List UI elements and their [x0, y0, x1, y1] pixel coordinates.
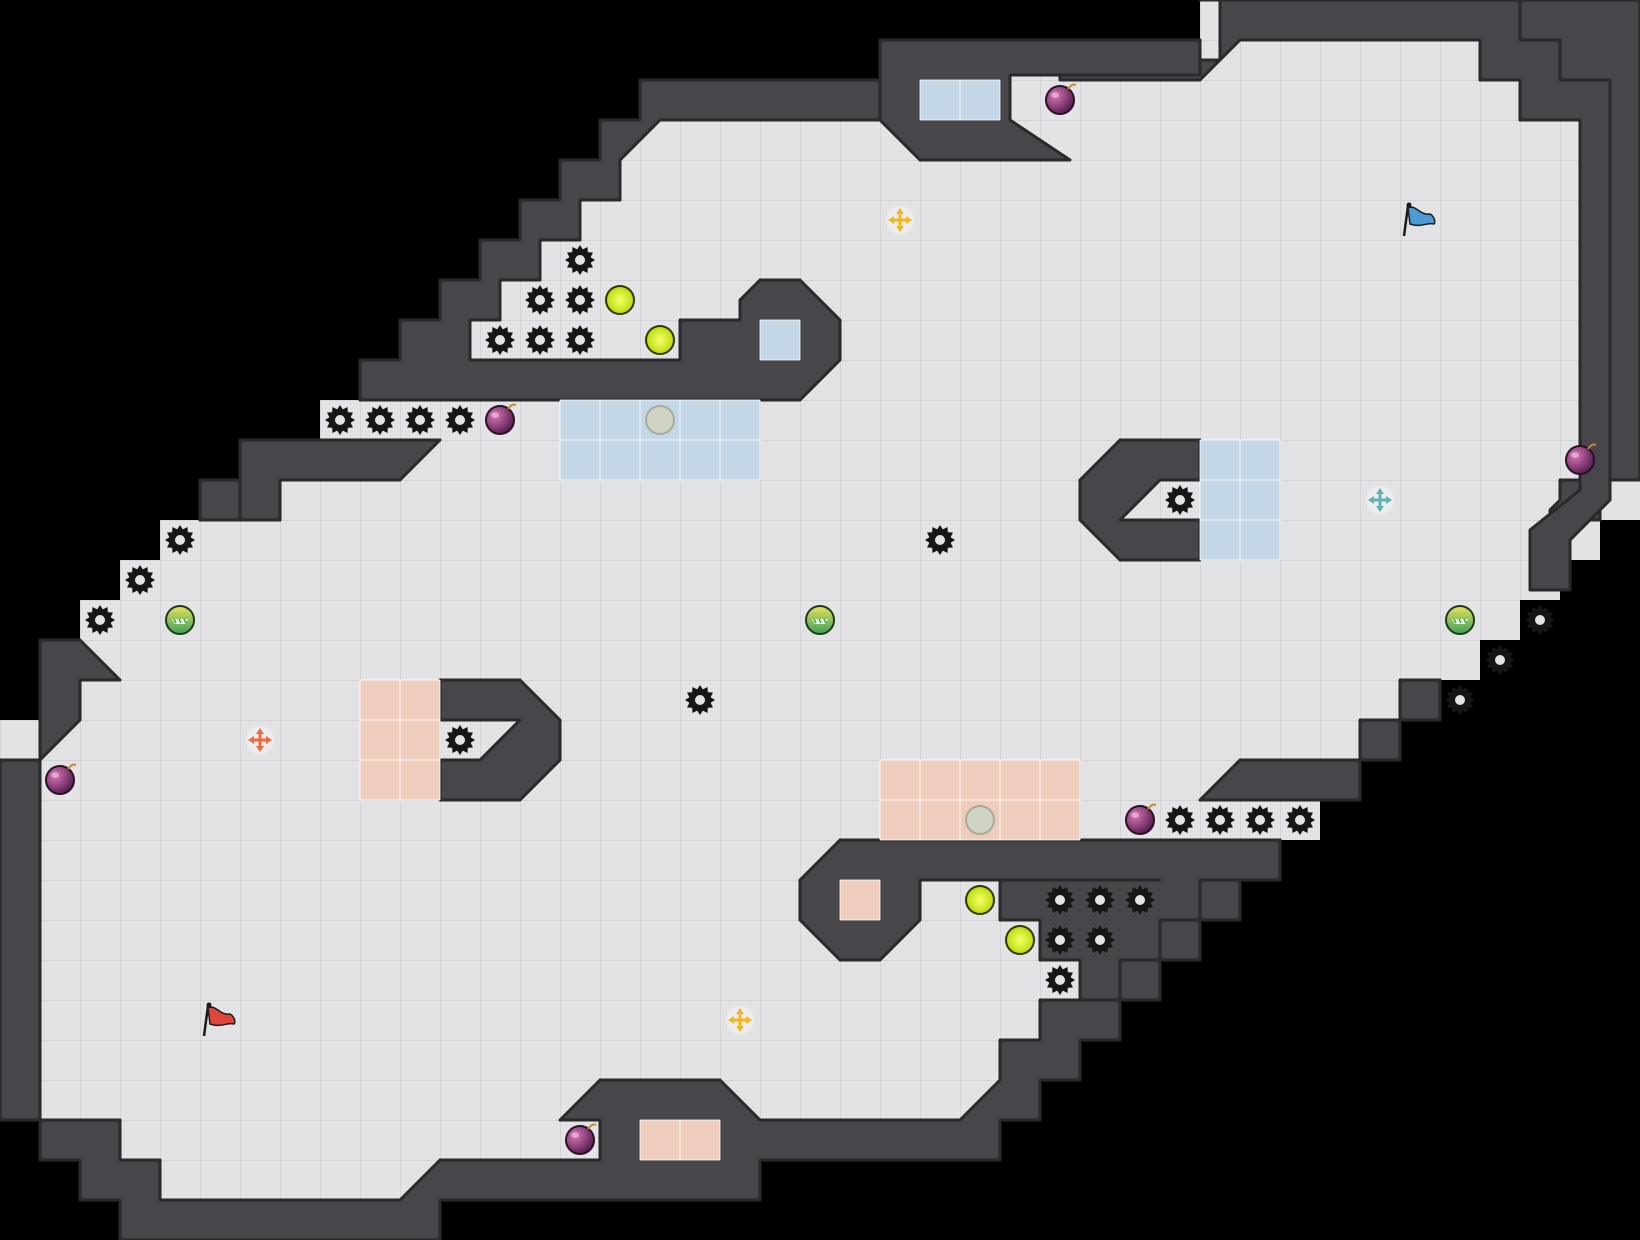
spike-icon: [485, 325, 515, 355]
spike-icon: [1165, 805, 1195, 835]
yellow-spawn-icon: [726, 1006, 754, 1034]
portal-icon: [645, 405, 675, 435]
spike-icon: [525, 325, 555, 355]
spike-icon: [925, 525, 955, 555]
yellow-spawn-icon: [886, 206, 914, 234]
spike-icon: [565, 285, 595, 315]
entity-layer: [45, 83, 1597, 1155]
spike-icon: [365, 405, 395, 435]
bomb-icon: [1565, 443, 1597, 475]
red-spawn-icon: [246, 726, 274, 754]
blue-team-zone: [759, 319, 801, 361]
boost-icon: [605, 285, 635, 315]
portal-icon: [965, 805, 995, 835]
spike-icon: [1165, 485, 1195, 515]
spike-icon: [325, 405, 355, 435]
spike-icon: [445, 405, 475, 435]
blue-team-zone: [919, 79, 1001, 121]
spike-icon: [1085, 885, 1115, 915]
red-team-zone: [839, 879, 881, 921]
spike-icon: [525, 285, 555, 315]
spike-icon: [165, 525, 195, 555]
spike-icon: [1445, 685, 1475, 715]
spike-icon: [1245, 805, 1275, 835]
spike-icon: [125, 565, 155, 595]
blue-team-zone: [1199, 439, 1281, 561]
red-team-zone: [359, 679, 441, 801]
spike-icon: [1125, 885, 1155, 915]
spike-icon: [1525, 605, 1555, 635]
spike-icon: [1045, 965, 1075, 995]
powerup-icon: [1445, 605, 1475, 635]
spike-icon: [445, 725, 475, 755]
spike-icon: [685, 685, 715, 715]
spike-icon: [565, 325, 595, 355]
bomb-icon: [565, 1123, 597, 1155]
spike-icon: [565, 245, 595, 275]
spike-icon: [1285, 805, 1315, 835]
wall-segment: [358, 78, 882, 402]
spike-icon: [1485, 645, 1515, 675]
spike-icon: [1045, 885, 1075, 915]
spike-icon: [405, 405, 435, 435]
blue-flag-icon: [1402, 202, 1436, 237]
blue-spawn-icon: [1366, 486, 1394, 514]
powerup-icon: [165, 605, 195, 635]
powerup-icon: [805, 605, 835, 635]
spike-icon: [1205, 805, 1235, 835]
red-team-zone: [639, 1119, 721, 1161]
spike-icon: [85, 605, 115, 635]
wall-segment: [798, 838, 1282, 1002]
wall-segment: [1058, 0, 1612, 592]
boost-icon: [965, 885, 995, 915]
wall-segment: [878, 38, 1202, 162]
bomb-icon: [485, 403, 517, 435]
boost-icon: [1005, 925, 1035, 955]
bomb-icon: [1125, 803, 1157, 835]
spike-icon: [1045, 925, 1075, 955]
wall-segment: [1198, 678, 1442, 802]
bomb-icon: [45, 763, 77, 795]
bomb-icon: [1045, 83, 1077, 115]
red-flag-icon: [202, 1002, 236, 1037]
spike-icon: [1085, 925, 1115, 955]
wall-segment: [198, 478, 242, 522]
boost-icon: [645, 325, 675, 355]
